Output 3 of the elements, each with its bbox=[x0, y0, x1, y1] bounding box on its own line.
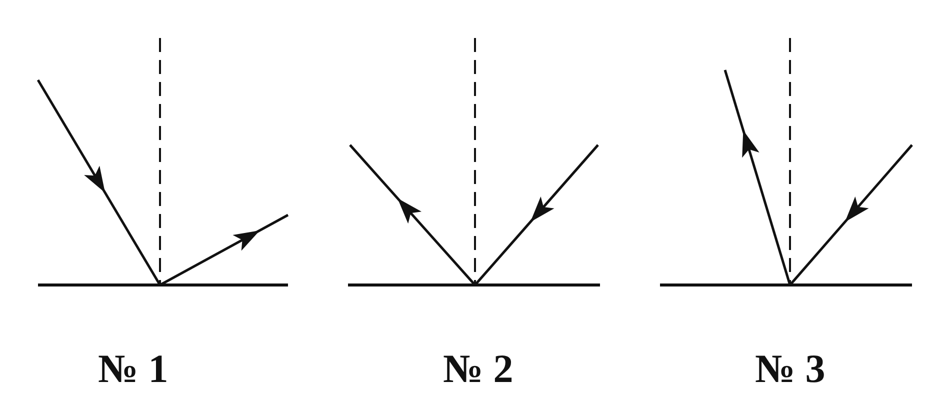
figure-number: № 1 bbox=[98, 345, 168, 392]
figure-number: № 3 bbox=[755, 345, 826, 392]
figure-number: № 2 bbox=[443, 345, 514, 392]
